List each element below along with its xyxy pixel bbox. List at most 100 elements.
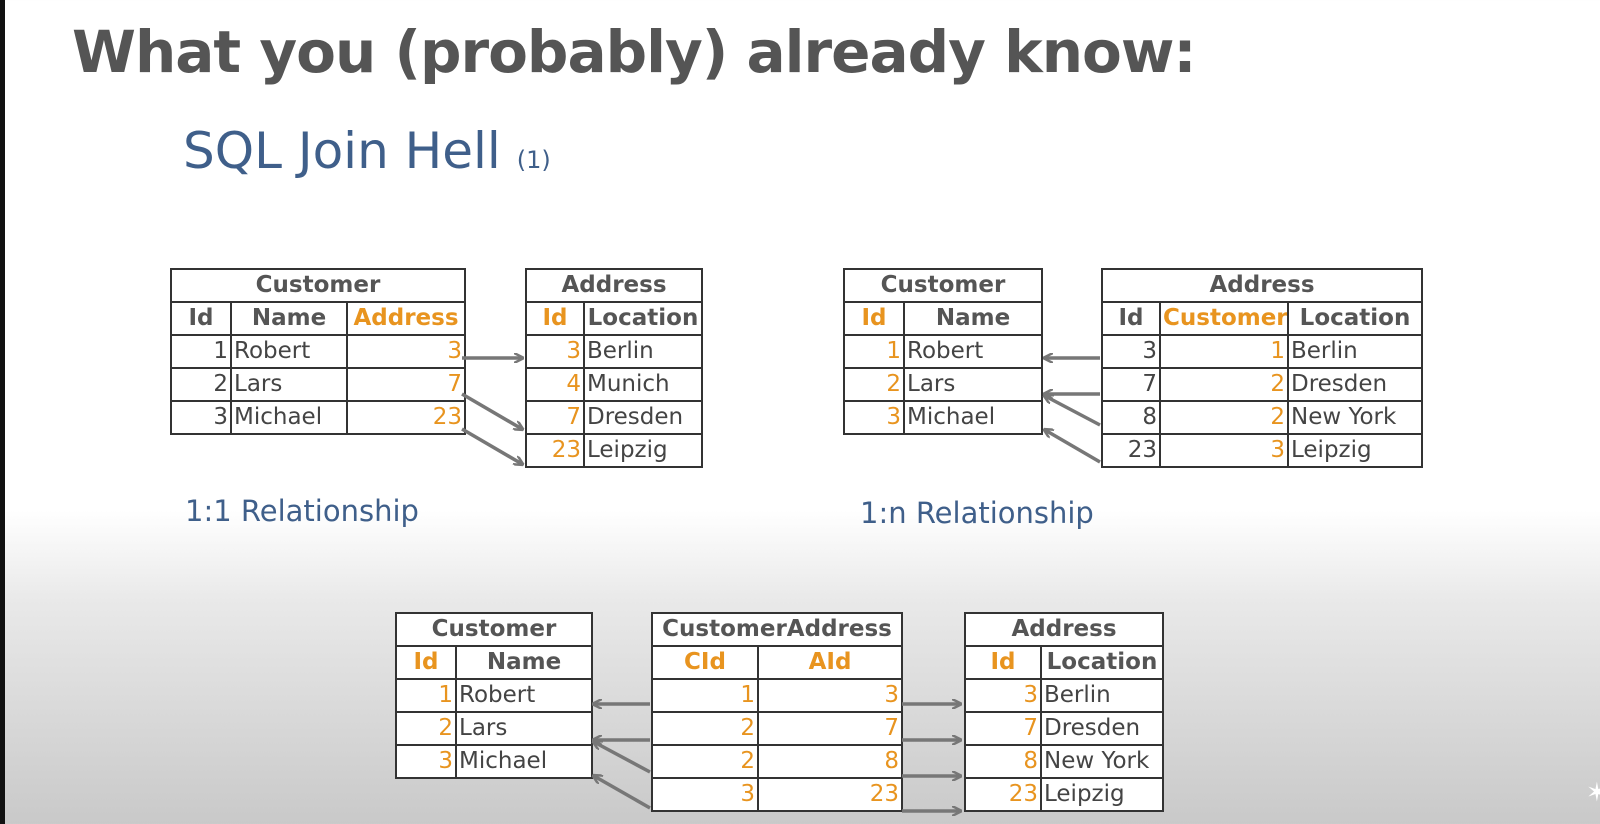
column-header: Id [170,301,232,336]
cell-id: 8 [964,744,1042,779]
cell-id: 3 [395,744,457,779]
cell-id: 2 [843,367,905,402]
cell-name: Lars [903,367,1043,402]
cell-name: Michael [230,400,348,435]
arrow-join-to-lars-2 [594,742,651,774]
relationship-label-1ton: 1:n Relationship [860,496,1094,530]
table-header-row: Id Name [843,301,1043,336]
cell-customer-id: 2 [651,711,759,746]
column-header: Location [583,301,703,336]
cell-location: Dresden [1040,711,1164,746]
cell-location: Berlin [583,334,703,369]
cell-customer-id: 1 [651,678,759,713]
subtitle-footnote: (1) [516,146,551,174]
table-title-row: Address [1100,268,1424,303]
cell-id: 7 [1101,367,1161,402]
cell-location: New York [1286,400,1424,435]
table-row: 3 Michael 23 [170,400,467,435]
column-header: Name [903,301,1043,336]
table-row: 2 Lars 7 [170,367,467,402]
table-title-row: Customer [843,268,1043,303]
cell-location: New York [1040,744,1164,779]
table-title-row: Customer [169,268,467,303]
cell-id: 3 [964,678,1042,713]
cell-id: 2 [170,367,232,402]
column-header: Location [1040,645,1164,680]
cell-customer-ref: 3 [1159,433,1289,468]
table-name: Customer [169,268,467,303]
subtitle-text: SQL Join Hell [183,122,501,180]
column-header-primary-key: Id [843,301,905,336]
cell-name: Robert [903,334,1043,369]
cell-id: 3 [843,400,905,435]
cell-location: Berlin [1040,678,1164,713]
cell-name: Lars [230,367,348,402]
column-header-primary-key: Id [964,645,1042,680]
cell-name: Michael [455,744,593,779]
table-title-row: CustomerAddress [650,612,904,647]
table-row: 1 Robert 3 [170,334,467,369]
table-name: Customer [843,268,1043,303]
cell-id: 2 [395,711,457,746]
column-header-foreign-key: Customer [1159,301,1289,336]
column-header: Location [1286,301,1424,336]
cell-location: Leipzig [1040,777,1164,812]
cell-id: 1 [170,334,232,369]
cell-id: 4 [525,367,585,402]
cell-location: Dresden [583,400,703,435]
cell-id: 23 [1101,433,1161,468]
cell-id: 1 [395,678,457,713]
table-header-row: Id Location [525,301,703,336]
player-control-icon[interactable]: ✶ [1586,778,1600,808]
cell-customer-ref: 2 [1159,367,1289,402]
cell-address-ref: 23 [345,400,467,435]
table-header-row: Id Location [964,645,1164,680]
table-header-row: CId AId [651,645,904,680]
table-name: Address [964,612,1164,647]
cell-address-id: 7 [756,711,904,746]
table-title-row: Address [964,612,1164,647]
column-header-foreign-key: AId [756,645,904,680]
cell-location: Munich [583,367,703,402]
arrow-leipzig-to-michael [1045,430,1101,464]
table-name: Address [1100,268,1424,303]
cell-name: Robert [455,678,593,713]
cell-id: 8 [1101,400,1161,435]
cell-name: Lars [455,711,593,746]
cell-location: Leipzig [1286,433,1424,468]
relationship-label-1to1: 1:1 Relationship [185,494,419,528]
customer-table-1to1: Customer Id Name Address 1 Robert 3 2 La… [169,268,467,435]
slide-subtitle: SQL Join Hell (1) [183,122,551,180]
cell-location: Berlin [1286,334,1424,369]
column-header-foreign-key: Address [345,301,467,336]
cell-id: 3 [170,400,232,435]
table-name: CustomerAddress [650,612,904,647]
cell-id: 1 [843,334,905,369]
column-header: Id [1101,301,1161,336]
cell-id: 3 [1101,334,1161,369]
cell-location: Dresden [1286,367,1424,402]
arrow-michael-to-leipzig [461,427,522,464]
cell-id: 3 [525,334,585,369]
cell-address-id: 23 [756,777,904,812]
